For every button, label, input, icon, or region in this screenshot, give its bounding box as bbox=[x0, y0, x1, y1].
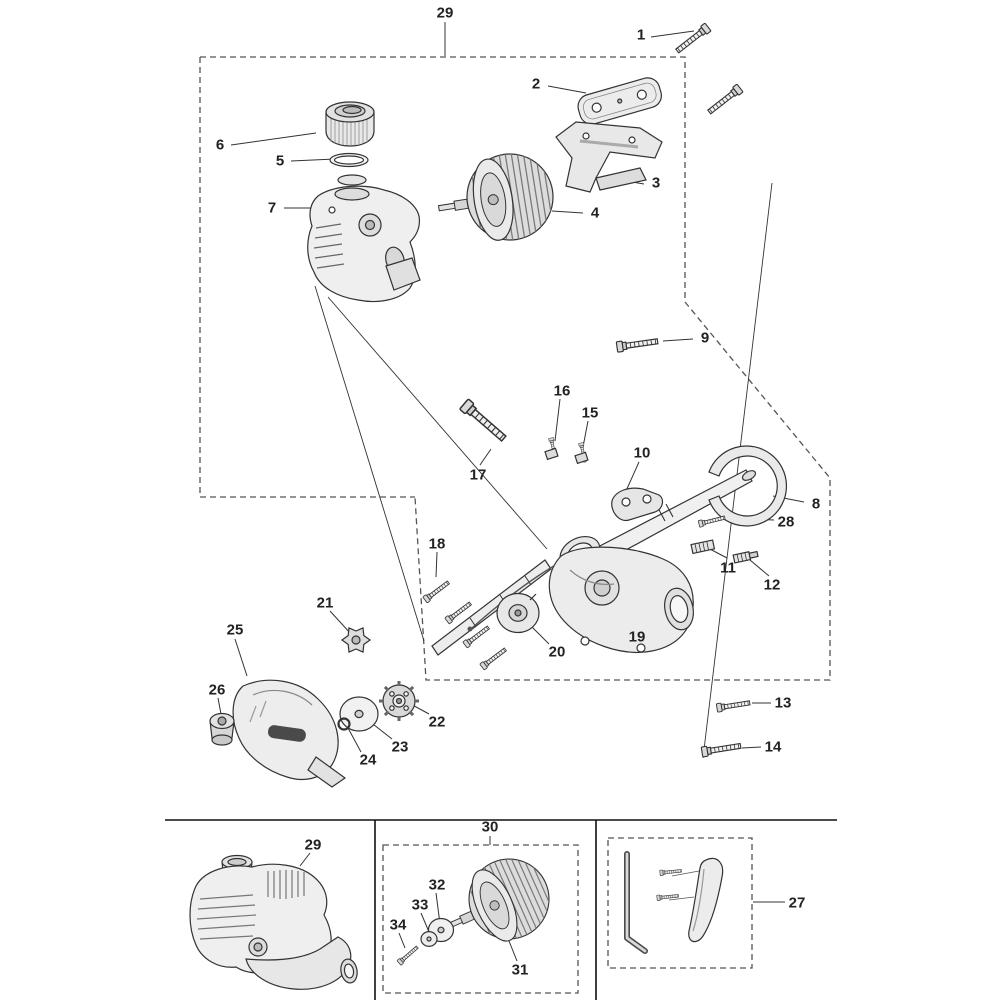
part-3-bracket bbox=[555, 121, 663, 193]
part-10-shaft-tube bbox=[431, 447, 757, 656]
part-12-fitting bbox=[732, 550, 759, 564]
kit-27-boundary-dashed bbox=[607, 837, 753, 969]
part-2-cover-plate bbox=[577, 77, 662, 125]
kit-30-boundary-dashed bbox=[382, 844, 579, 994]
part-25-cover bbox=[232, 679, 347, 788]
part-19-gear-housing bbox=[548, 535, 694, 653]
part-27-tool-kit bbox=[624, 851, 724, 954]
assembly-boundary-dashed bbox=[199, 56, 831, 681]
assembly-axis-lines bbox=[314, 182, 773, 759]
part-20-pulley bbox=[496, 592, 540, 634]
part-9-bolt bbox=[615, 335, 659, 353]
part-17-bolt bbox=[458, 398, 509, 445]
part-31-motor bbox=[432, 846, 562, 963]
part-23-washer bbox=[339, 696, 379, 732]
part-4-motor bbox=[432, 148, 559, 251]
part-6-cap bbox=[325, 101, 375, 147]
part-8-clamp-ring bbox=[708, 445, 787, 527]
part-11-fitting bbox=[690, 539, 716, 555]
part-34-screw bbox=[396, 944, 420, 966]
part-24-retaining-ring bbox=[337, 717, 351, 731]
part-29-powerhead bbox=[189, 854, 358, 990]
part-21-star-washer bbox=[340, 627, 372, 653]
part-14-screw bbox=[700, 740, 742, 758]
part-33-washer bbox=[420, 930, 438, 947]
part-7-crankcase bbox=[307, 174, 421, 303]
part-5-oring bbox=[329, 152, 369, 168]
hex-key bbox=[624, 851, 648, 954]
panel-dividers bbox=[165, 819, 837, 1000]
part-26-knob bbox=[209, 712, 235, 746]
part-13-screw bbox=[715, 698, 751, 713]
part-22-sprocket bbox=[379, 681, 419, 721]
